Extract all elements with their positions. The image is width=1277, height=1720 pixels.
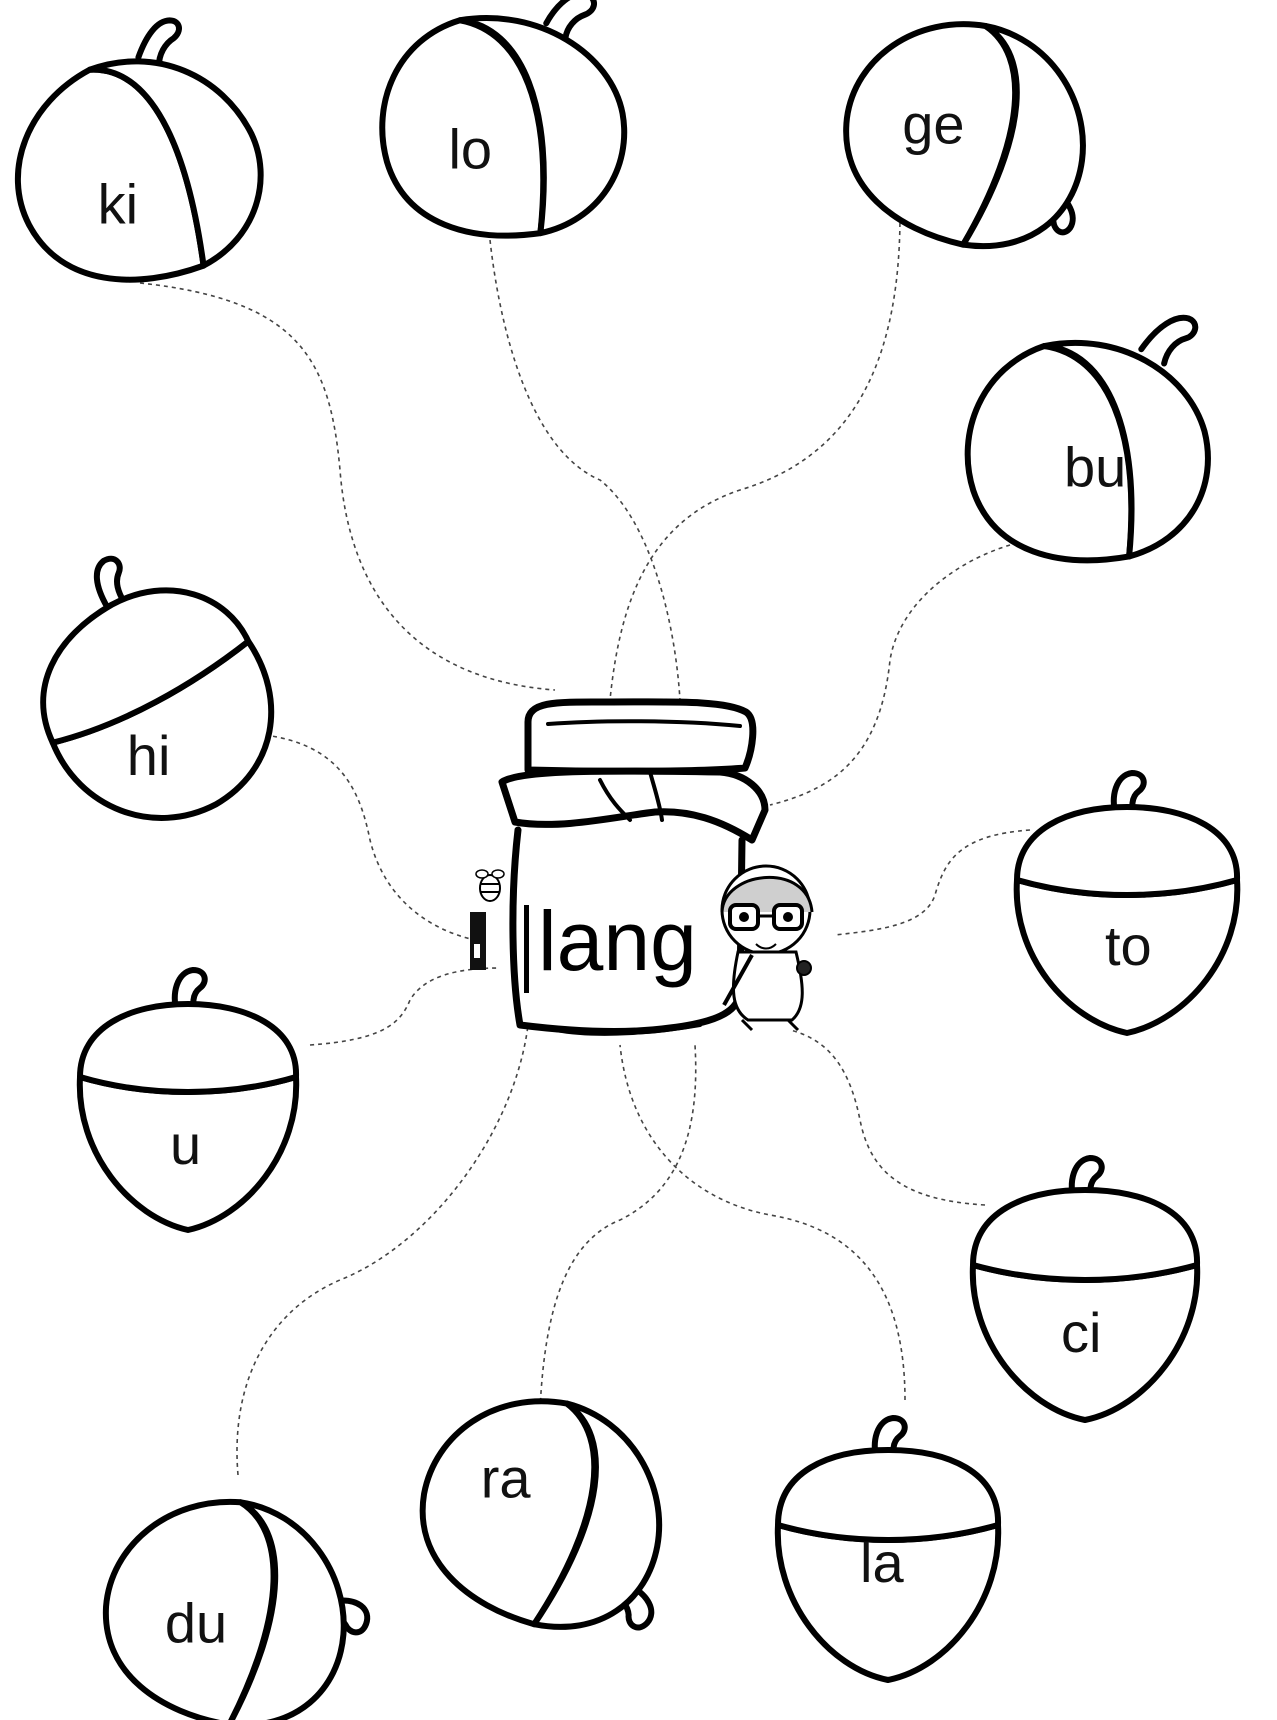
acorn-hi[interactable]: hi — [0, 518, 311, 860]
acorn-label-du: du — [165, 1592, 227, 1655]
acorn-label-to: to — [1105, 914, 1152, 977]
jar-cloth — [502, 771, 765, 840]
acorn-la[interactable]: la — [778, 1418, 998, 1680]
acorn-label-ci: ci — [1061, 1301, 1101, 1364]
trace-line-hi — [265, 735, 475, 940]
acorn-label-u: u — [170, 1113, 201, 1176]
center-word: lang — [538, 894, 697, 988]
trace-line-u — [310, 968, 500, 1045]
trace-line-bu — [770, 545, 1010, 805]
acorn-du[interactable]: du — [86, 1479, 385, 1720]
acorn-ci[interactable]: ci — [973, 1158, 1197, 1420]
acorn-label-ge: ge — [902, 92, 964, 155]
acorn-label-ki: ki — [98, 172, 138, 235]
trace-line-ra — [540, 1045, 696, 1410]
acorn-to[interactable]: to — [1017, 773, 1238, 1033]
trace-line-ci — [790, 1030, 985, 1205]
acorn-ra[interactable]: ra — [395, 1370, 705, 1658]
acorn-ki[interactable]: ki — [0, 6, 289, 317]
trace-line-ge — [610, 215, 900, 700]
bee-icon — [476, 870, 504, 901]
acorn-u[interactable]: u — [80, 970, 296, 1230]
trace-line-to — [835, 830, 1030, 935]
trace-line-la — [620, 1045, 905, 1400]
jar-lid — [528, 702, 753, 771]
acorn-label-bu: bu — [1064, 436, 1126, 499]
acorn-label-ra: ra — [481, 1447, 532, 1510]
acorn-lo[interactable]: lo — [366, 0, 637, 253]
acorn-bu[interactable]: bu — [949, 316, 1233, 582]
trace-line-lo — [490, 240, 680, 700]
acorn-label-la: la — [860, 1531, 904, 1594]
acorn-label-lo: lo — [448, 117, 492, 180]
acorn-ge[interactable]: ge — [822, 0, 1116, 271]
acorn-label-hi: hi — [127, 724, 171, 787]
